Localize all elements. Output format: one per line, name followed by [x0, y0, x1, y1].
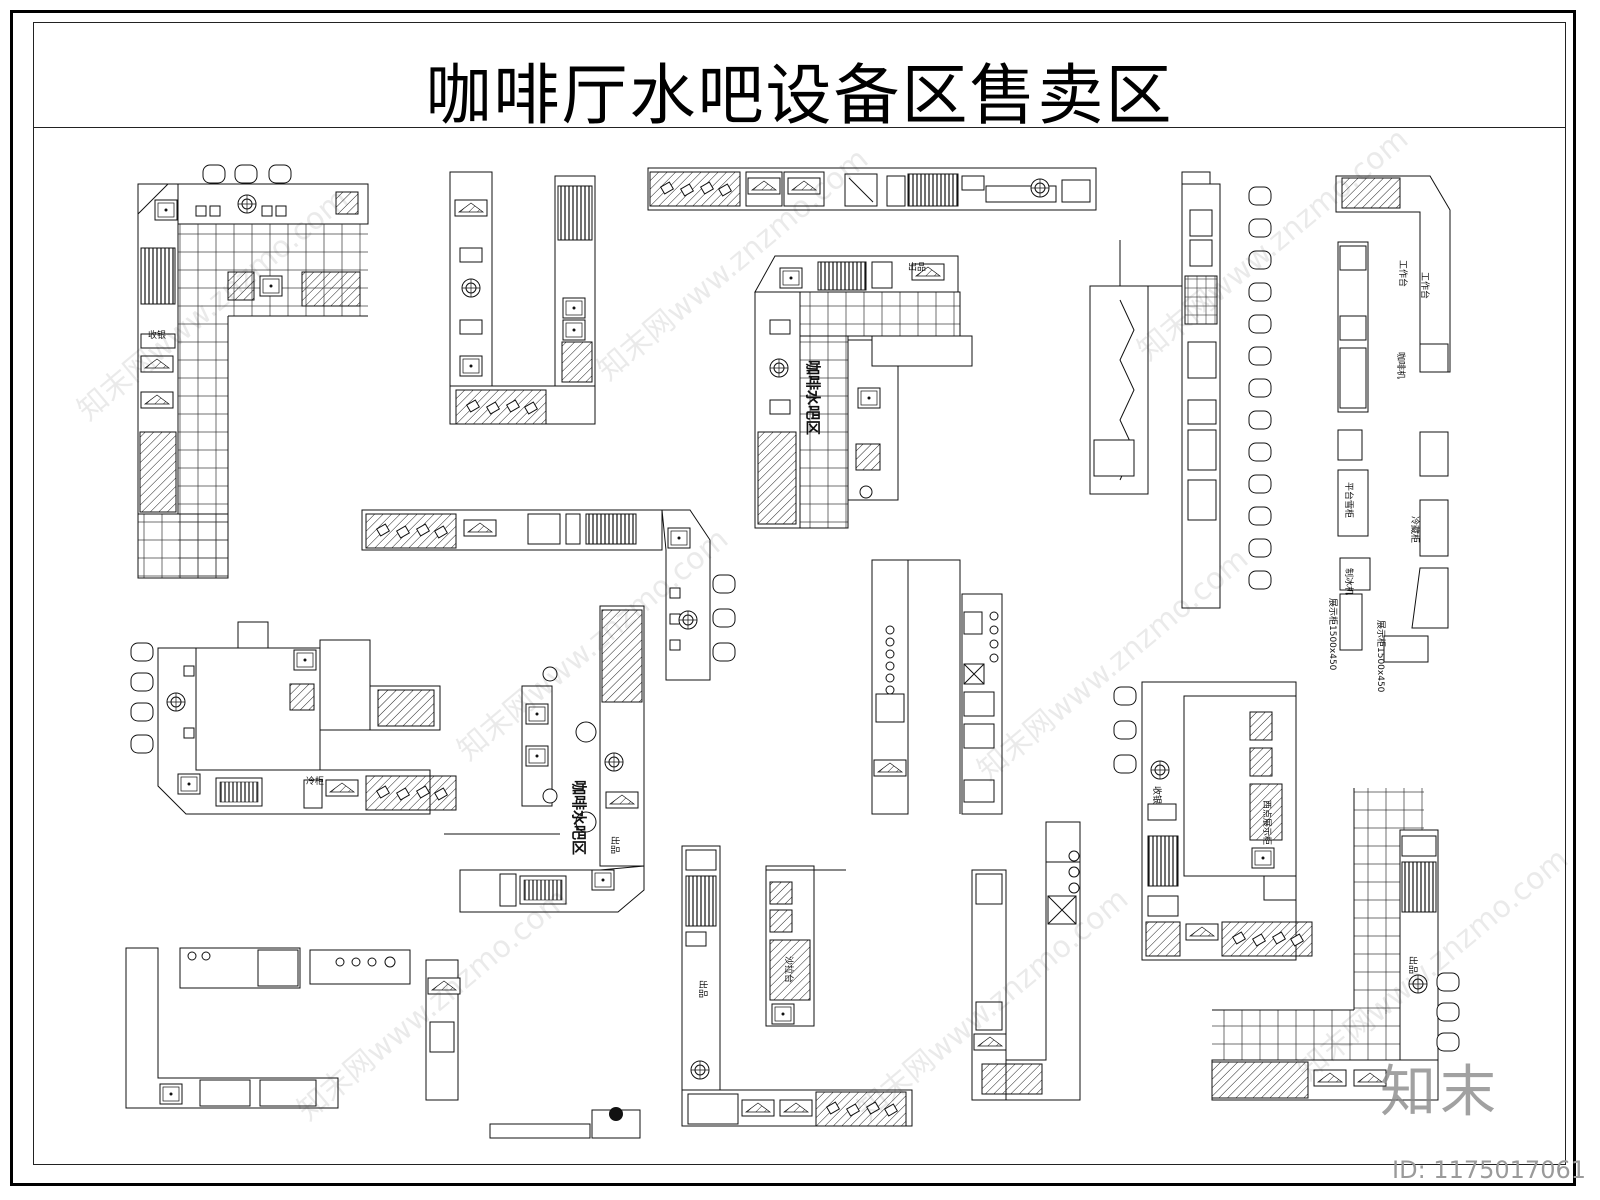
bar-stools-column [1248, 186, 1272, 590]
block-a-l-counter [137, 164, 369, 579]
label-side-10: 沙拉台 [783, 956, 795, 983]
label-side-9: 冷柜 [306, 775, 324, 787]
page-title: 咖啡厅水吧设备区售卖区 [425, 57, 1174, 134]
label-out-3: 出品 [697, 980, 709, 998]
block-i-bar-zone-2: 咖啡水吧区 出品 [444, 605, 645, 913]
label-side-5: 平台雪柜 [1343, 482, 1355, 518]
label-bar-zone-2: 咖啡水吧区 [570, 780, 588, 855]
block-k-counter-island: 收银 [1113, 681, 1313, 961]
brand-logo: 知末 [1380, 1060, 1500, 1125]
label-bar-zone: 咖啡水吧区 [804, 360, 822, 435]
block-l-corner-grid: 出品 [1211, 788, 1460, 1101]
block-g-corner-counter [361, 509, 736, 681]
block-o-narrow-counter [971, 821, 1081, 1101]
label-side-8: 工作台 [1419, 272, 1431, 299]
block-f-equipment-row: 工作台 工作台 咖啡机 制冰机 展示柜1500x450 展示柜1500x450 … [1327, 175, 1451, 693]
label-side-7: 展示柜1500x450 [1375, 620, 1387, 693]
title-band: 咖啡厅水吧设备区售卖区 [33, 22, 1566, 134]
image-id: ID: 1175017061 [1392, 1156, 1586, 1184]
label-out-1: 出品 [609, 836, 621, 854]
label-out-4: 出品 [908, 261, 926, 273]
block-h-round-bar [130, 621, 457, 815]
drawing-frame [10, 10, 1576, 1186]
label-side-6: 展示柜1500x450 [1327, 598, 1339, 671]
label-side-3: 制冰机 [1343, 568, 1355, 595]
label-side-2: 咖啡机 [1395, 352, 1407, 379]
block-n-u-counter: 出品 [681, 845, 913, 1127]
block-c-straight-counter [647, 167, 1097, 211]
block-e-long-bar [1089, 171, 1272, 609]
drawing-border [33, 22, 1566, 1165]
block-j-double-line [871, 559, 1003, 815]
block-b-u-counter [449, 171, 596, 425]
label-collect-2: 收银 [148, 329, 166, 341]
label-side-1: 工作台 [1397, 260, 1409, 287]
label-collect-1: 收银 [1151, 786, 1163, 804]
label-side-4: 冷藏柜 [1409, 516, 1421, 543]
block-d-bar-zone: 咖啡水吧区 [754, 255, 973, 529]
label-out-2: 出品 [1407, 956, 1419, 974]
block-m-prep-counter [125, 947, 641, 1139]
label-side-11: 西点展示柜 [1261, 800, 1273, 845]
